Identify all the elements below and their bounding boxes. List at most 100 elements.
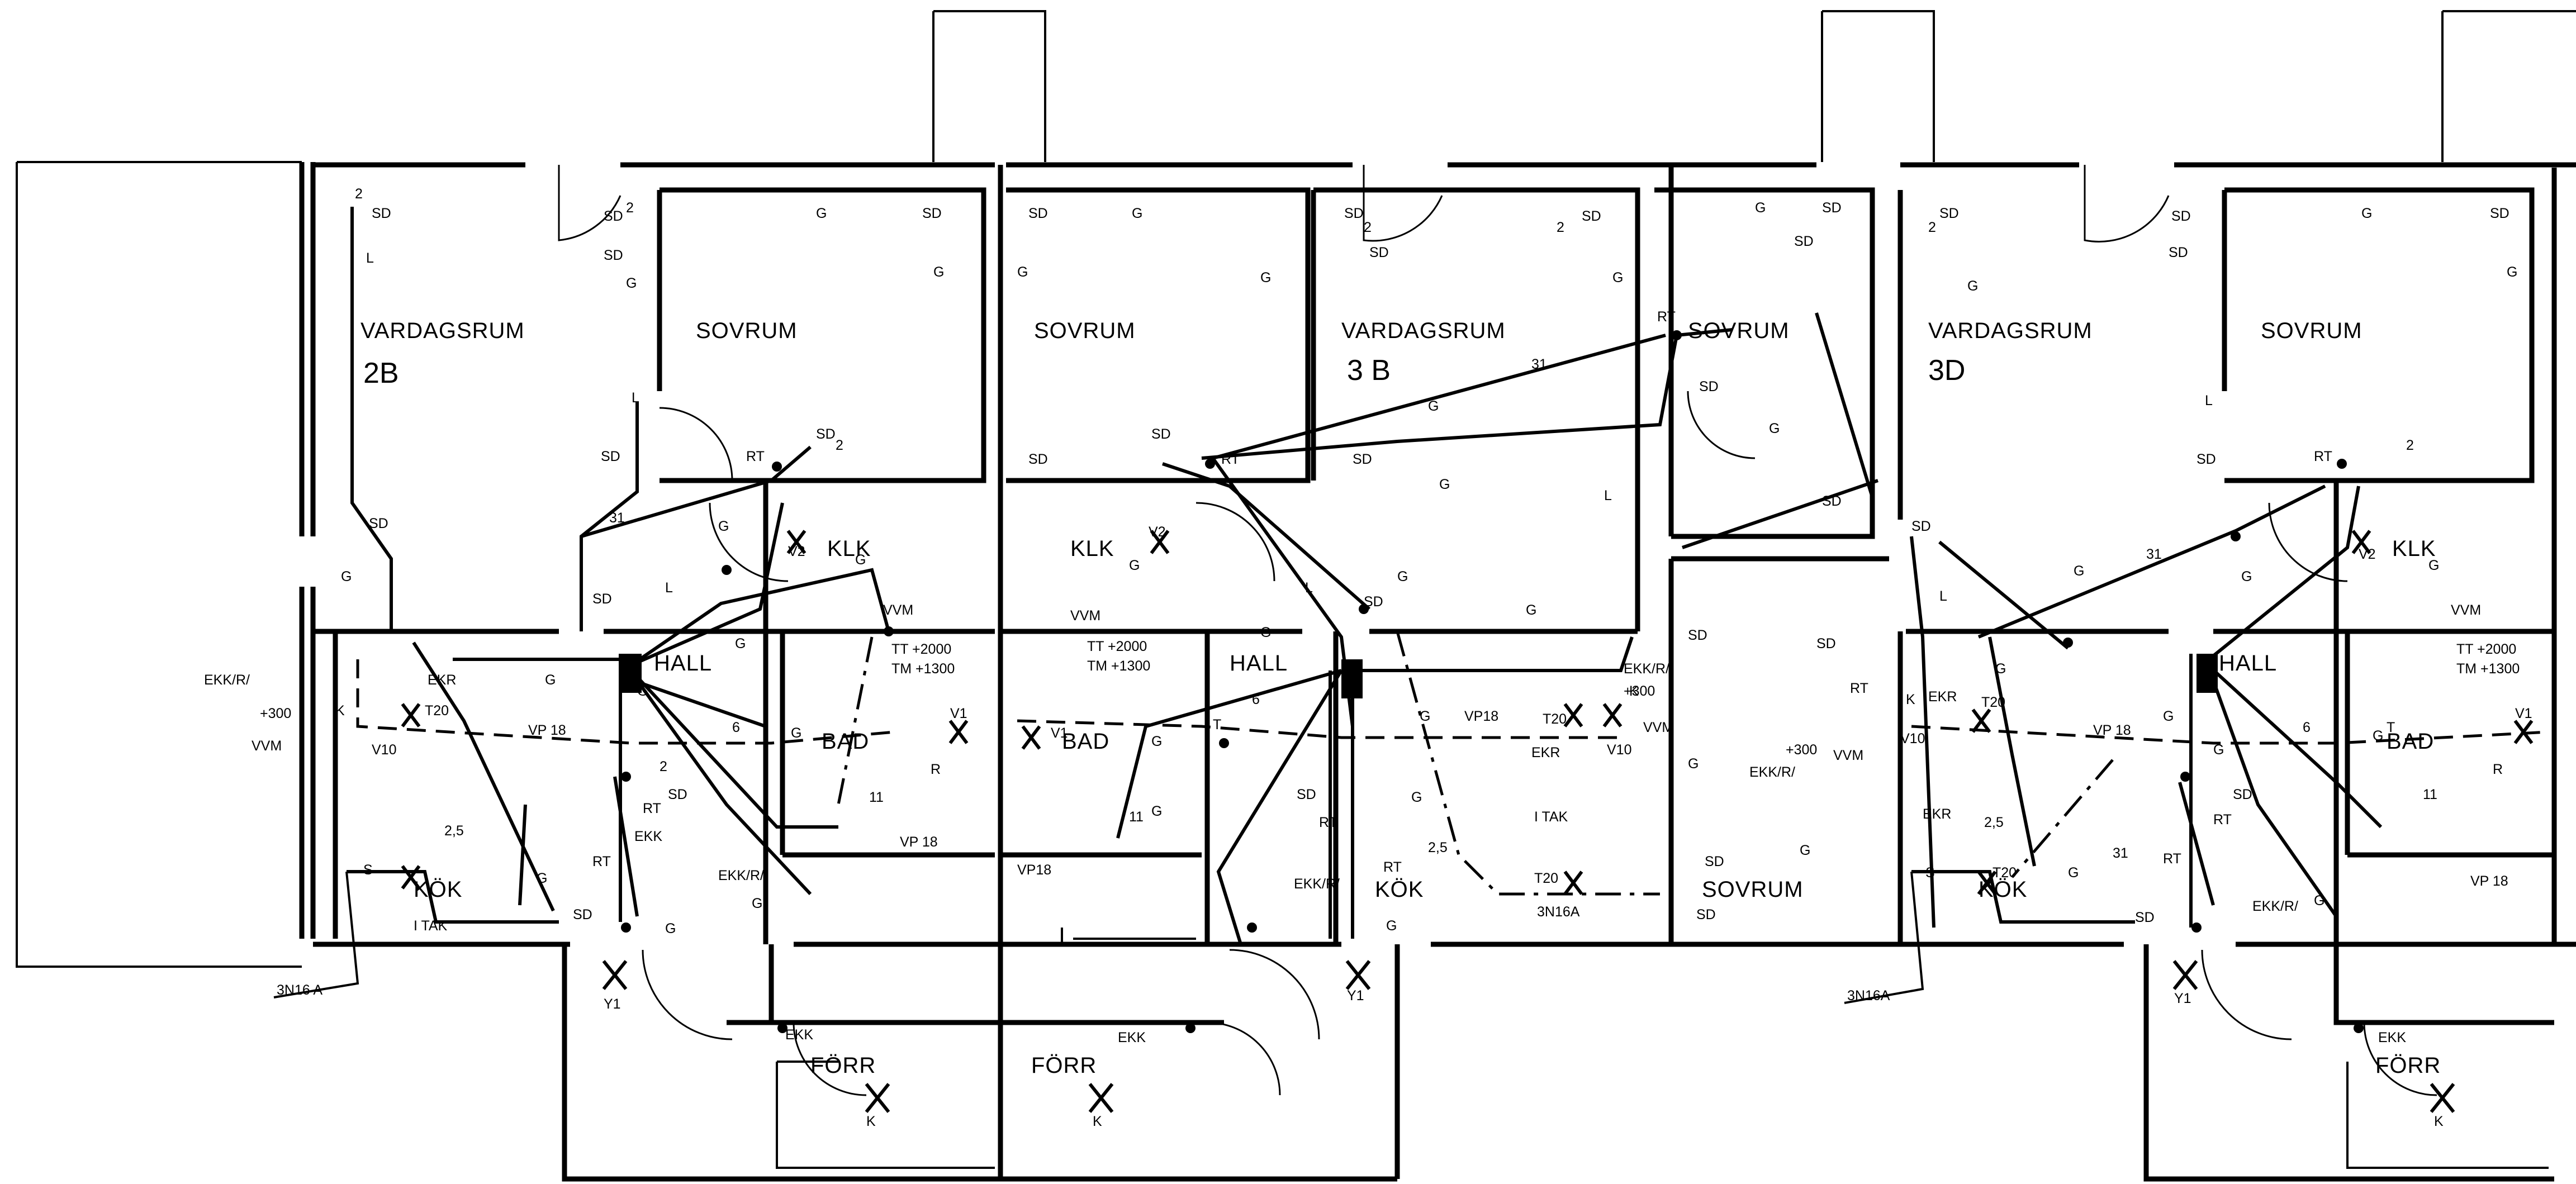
room-bad-3d: BAD [2387, 729, 2434, 754]
label-v10-3b: V10 [1607, 742, 1631, 758]
sd-label: SD [922, 206, 942, 221]
label-ekkr-3d: EKK/R/ [1749, 764, 1795, 780]
sd-label: SD [592, 591, 612, 607]
g-label: G [816, 206, 827, 221]
label-25-3b: 2,5 [1428, 840, 1448, 855]
g-label: G [735, 636, 746, 652]
g-label: G [2507, 264, 2517, 280]
label-31-3b: 31 [1531, 356, 1547, 372]
sd-label: SD [372, 206, 391, 221]
room-vardagsrum-3b: VARDAGSRUM [1341, 318, 1506, 343]
l-label: L [1939, 588, 1947, 604]
label-vvm-2b: VVM [252, 738, 282, 754]
sd-label: SD [1028, 206, 1048, 221]
g-label: G [2373, 728, 2383, 744]
label-t20b-3b: T20 [1534, 871, 1558, 886]
g-label: G [545, 672, 556, 688]
label-ekkr2-2b: EKK/R/ [718, 868, 764, 883]
sd-label: SD [1028, 451, 1048, 467]
sd-label: SD [1816, 636, 1836, 652]
sd-label: SD [1699, 379, 1719, 394]
label-6-3b: 6 [1252, 692, 1260, 707]
l-label: L [1604, 488, 1612, 503]
label-ekk-3b: EKK [1118, 1030, 1146, 1045]
label-ekr-2b: EKR [428, 672, 456, 688]
k-label: K [335, 703, 345, 719]
label-v1-3b: V1 [1051, 725, 1068, 741]
g-label: G [2163, 709, 2174, 724]
label-tt-2b: TT +2000 [891, 641, 951, 657]
label-300-3b: +300 [1624, 683, 1655, 699]
label-300-3d: +300 [1786, 742, 1817, 758]
label-vvm-3d: VVM [1833, 748, 1863, 763]
room-klk-2b: KLK [827, 536, 871, 561]
rt-label: RT [2163, 851, 2181, 867]
g-label: G [2068, 865, 2079, 881]
label-vvm2-2b: VVM [883, 602, 913, 618]
g-label: G [2314, 893, 2324, 909]
label-tt-3b: TT +2000 [1087, 639, 1147, 654]
label-v2-3d: V2 [2359, 546, 2376, 562]
g-label: G [1260, 625, 1271, 640]
room-hall-2b: HALL [654, 651, 712, 676]
interior-walls-2b [313, 187, 1000, 1182]
label-t20-2b: T20 [425, 703, 449, 719]
sd-label: SD [604, 208, 623, 224]
label-v2-3b: V2 [1149, 524, 1166, 540]
g-label: G [1260, 270, 1271, 286]
label-ekkr2-3d: EKK/R/ [2252, 898, 2298, 914]
g-label: G [626, 275, 637, 291]
unit-id-2b: 2B [363, 357, 399, 389]
rt-label: RT [643, 801, 661, 816]
room-vardagsrum-3d: VARDAGSRUM [1928, 318, 2093, 343]
t-label: T [2387, 720, 2395, 735]
label-ekkrlow-2b: EKK [634, 829, 662, 844]
g-label: G [1017, 264, 1028, 280]
label-31b-3d: 31 [2113, 845, 2128, 861]
label-t20-3b: T20 [1543, 711, 1567, 727]
rt-label: RT [1221, 451, 1240, 467]
label-vp18-3b: VP18 [1464, 709, 1498, 724]
room-kok-3d: KÖK [1979, 877, 2027, 902]
rt-label: RT [1850, 681, 1868, 696]
g-label: G [1967, 278, 1978, 294]
g-label: G [1420, 709, 1430, 724]
label-ekkr-3b: EKK/R/ [1624, 661, 1669, 677]
g-label: G [933, 264, 944, 280]
r-label: R [2493, 762, 2503, 777]
k-label: K [1629, 683, 1639, 699]
g-label: G [752, 896, 762, 911]
sd-label: SD [601, 449, 620, 464]
unit-id-3b: 3 B [1347, 354, 1391, 387]
g-label: G [537, 871, 547, 886]
label-tm-3d: TM +1300 [2456, 661, 2520, 677]
room-forr-2b: FÖRR [810, 1053, 876, 1078]
n11-label: 11 [2423, 787, 2437, 802]
sd-label: SD [1353, 451, 1372, 467]
two-label: 2 [1557, 220, 1564, 235]
room-klk-3d: KLK [2392, 536, 2436, 561]
label-ekk-2b: EKK [785, 1027, 813, 1043]
sd-label: SD [573, 907, 592, 923]
unit-id-3d: 3D [1928, 354, 1965, 387]
wiring [347, 207, 2549, 945]
label-v1-3d: V1 [2515, 706, 2532, 721]
two-label: 2 [355, 186, 363, 202]
room-hall-3d: HALL [2219, 651, 2277, 676]
label-vvm2-3d: VVM [2451, 602, 2481, 618]
room-hall-3b: HALL [1230, 651, 1288, 676]
label-ekkr2-3b: EKK/R/ [1294, 876, 1340, 892]
sd-label: SD [2171, 208, 2191, 224]
rt-label: RT [1319, 815, 1337, 830]
sd-label: SD [1688, 627, 1707, 643]
sd-label: SD [668, 787, 687, 802]
g-label: G [2241, 569, 2252, 584]
n11-label: 11 [869, 790, 884, 805]
room-sovrum2-3b: SOVRUM [1688, 318, 1790, 343]
room-kok-2b: KÖK [414, 877, 462, 902]
g-label: G [1132, 206, 1142, 221]
g-label: G [2213, 742, 2224, 758]
sd-label: SD [1369, 245, 1389, 260]
y1-label: Y1 [1347, 988, 1364, 1004]
doors [558, 165, 2437, 1096]
